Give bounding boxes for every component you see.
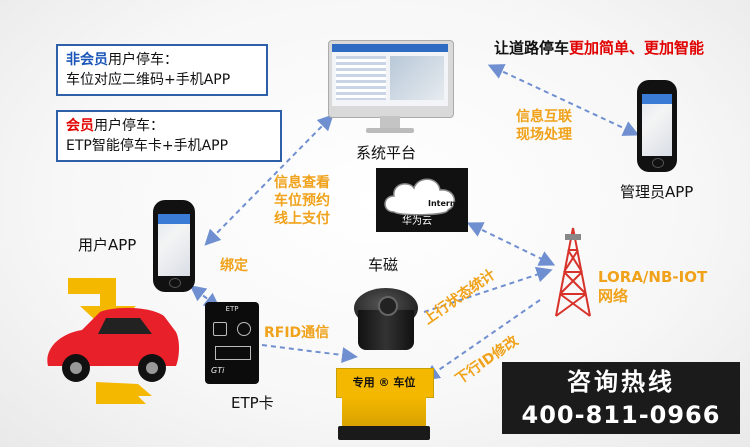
nonmember-highlight: 非会员 — [66, 52, 108, 68]
cloud-tile: 华为云 Internet — [376, 168, 468, 232]
user-phone-icon — [153, 200, 195, 292]
member-box: 会员用户停车： ETP智能停车卡+手机APP — [56, 110, 282, 162]
hotline-banner: 咨询热线 400-811-0966 — [502, 362, 740, 434]
edge-platform-userapp — [204, 114, 334, 246]
admin-phone-icon — [637, 80, 677, 172]
nonmember-rest: 用户停车： — [108, 52, 178, 68]
parking-lock-icon: 专用 ® 车位 — [336, 368, 434, 442]
slogan-part2: 更加简单、更加智能 — [569, 39, 705, 57]
sensor-device-icon — [350, 282, 422, 356]
cloud-word: Internet — [428, 199, 465, 208]
edge-cloud-network — [466, 222, 556, 266]
network-label: LORA/NB-IOT 网络 — [598, 268, 708, 305]
edge-label-rfid: RFID通信 — [264, 325, 330, 341]
admin-app-label: 管理员APP — [620, 183, 694, 201]
edge-sensor-network-up — [423, 266, 553, 313]
hotline-title: 咨询热线 — [567, 368, 675, 396]
cloud-brand: 华为云 — [402, 216, 432, 227]
etp-card-label: ETP卡 — [231, 394, 274, 412]
nonmember-line2: 车位对应二维码+手机APP — [66, 72, 231, 88]
lock-sign: 专用 ® 车位 — [352, 376, 416, 389]
edge-platform-adminapp — [487, 64, 640, 136]
car-icon — [47, 278, 179, 404]
edge-label-info-query: 信息查看 车位预约 线上支付 — [274, 175, 330, 227]
card-text: ETP — [225, 305, 239, 313]
edge-label-bind: 绑定 — [220, 258, 248, 274]
member-rest: 用户停车： — [94, 118, 164, 134]
cloud-icon — [384, 178, 456, 216]
etp-card-icon: ETP GTi — [205, 302, 259, 384]
member-line2: ETP智能停车卡+手机APP — [66, 138, 229, 154]
edge-network-lock-down — [423, 299, 541, 381]
sensor-label: 车磁 — [368, 256, 399, 274]
hotline-number: 400-811-0966 — [521, 401, 721, 429]
slogan: 让道路停车更加简单、更加智能 — [494, 37, 704, 58]
card-brand: GTi — [211, 366, 225, 375]
nonmember-box: 非会员用户停车： 车位对应二维码+手机APP — [56, 44, 268, 96]
user-app-label: 用户APP — [78, 236, 137, 254]
slogan-part1: 让道路停车 — [494, 39, 570, 57]
edge-label-info-interact: 信息互联 现场处理 — [516, 109, 572, 143]
network-tower-icon — [555, 227, 591, 317]
edge-userapp-etp — [189, 285, 221, 309]
edge-etp-sensor — [261, 344, 358, 363]
platform-monitor-icon — [328, 40, 454, 136]
platform-label: 系统平台 — [356, 144, 417, 162]
member-highlight: 会员 — [66, 118, 94, 134]
